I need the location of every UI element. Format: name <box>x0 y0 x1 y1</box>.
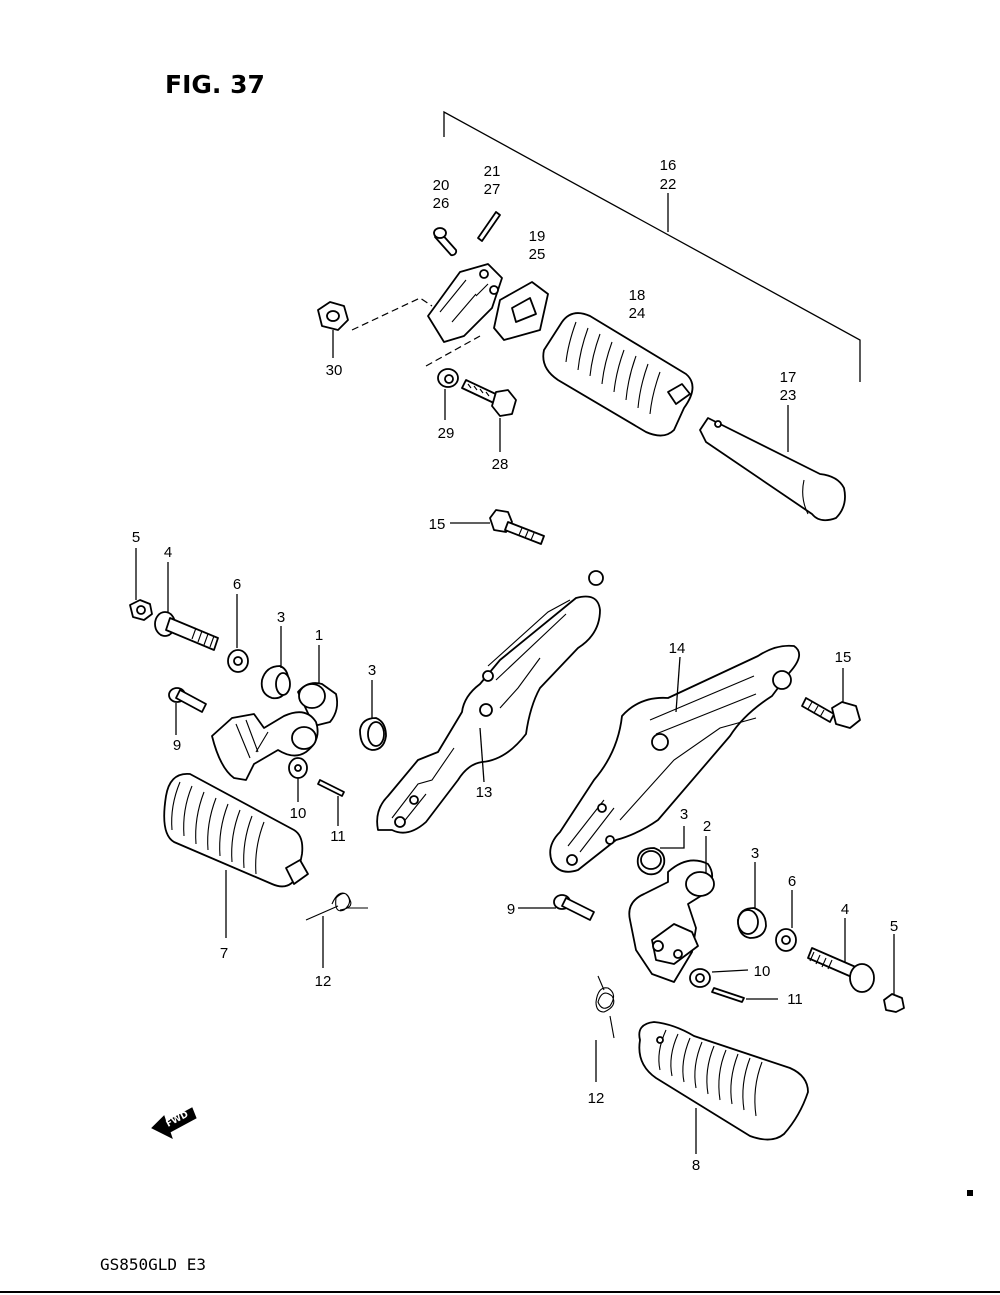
callout-5-left: 5 <box>132 529 140 546</box>
clevis-pin-20 <box>433 227 458 257</box>
page-mark <box>967 1190 973 1196</box>
bolt-15-left <box>489 509 545 545</box>
callout-3-right-upper: 3 <box>680 806 688 823</box>
callout-11-left: 11 <box>330 828 346 845</box>
callout-23: 23 <box>780 387 797 404</box>
callout-labels: 20 26 21 27 16 22 19 25 18 24 17 23 30 2… <box>132 157 898 1174</box>
callout-6-left: 6 <box>233 576 241 593</box>
footrest-holder-1 <box>211 711 319 781</box>
cotter-pin-21 <box>477 211 501 242</box>
callout-4-left: 4 <box>164 544 172 561</box>
callout-1: 1 <box>315 627 323 644</box>
footrest-rubber-8 <box>638 1021 809 1141</box>
bolt-28 <box>461 379 517 417</box>
callout-13: 13 <box>476 784 493 801</box>
callout-5-right: 5 <box>890 918 898 935</box>
callout-3-right-lower: 3 <box>751 845 759 862</box>
callout-10-right: 10 <box>754 963 771 980</box>
callout-7: 7 <box>220 945 228 962</box>
washer-6-right <box>775 928 797 952</box>
callout-15-left: 15 <box>429 516 446 533</box>
bolt-15-right <box>801 697 861 729</box>
footrest-holder-2 <box>628 859 715 983</box>
washer-10-left <box>288 757 308 779</box>
callout-8: 8 <box>692 1157 700 1174</box>
callout-4-right: 4 <box>841 901 849 918</box>
spacer-3-center <box>359 717 387 751</box>
callout-26: 26 <box>433 195 450 212</box>
plate-19 <box>493 281 549 341</box>
callout-11-right: 11 <box>787 991 803 1008</box>
nut-5-left <box>129 599 153 621</box>
footrest-bracket-16 <box>427 263 503 343</box>
callout-21: 21 <box>484 163 501 180</box>
callout-6-right: 6 <box>788 873 796 890</box>
spring-12-left <box>305 892 368 921</box>
bushing-1 <box>297 682 339 727</box>
callout-29: 29 <box>438 425 455 442</box>
callout-14: 14 <box>669 640 686 657</box>
spacer-3-right-lower <box>737 907 767 939</box>
callout-9-right: 9 <box>507 901 515 918</box>
pivot-pin-4-right <box>807 947 875 993</box>
callout-9-left: 9 <box>173 737 181 754</box>
callout-22: 22 <box>660 176 677 193</box>
footrest-rubber-18 <box>542 312 694 437</box>
footrest-rubber-7 <box>163 773 309 888</box>
callout-10-left: 10 <box>290 805 307 822</box>
figure-title: FIG. 37 <box>165 70 265 99</box>
clevis-pin-9-right <box>553 894 595 921</box>
callout-30: 30 <box>326 362 343 379</box>
model-code: GS850GLD E3 <box>100 1255 206 1274</box>
washer-10-right <box>689 968 711 988</box>
washer-6-left <box>227 649 249 673</box>
callout-19: 19 <box>529 228 546 245</box>
nut-30 <box>317 301 349 331</box>
assembly-bracket <box>443 110 861 382</box>
footrest-plate-14 <box>549 644 800 873</box>
callout-18: 18 <box>629 287 646 304</box>
callout-3-left: 3 <box>277 609 285 626</box>
nut-5-right <box>883 993 905 1013</box>
forward-arrow-icon: FWD <box>151 1107 197 1139</box>
callout-3-center: 3 <box>368 662 376 679</box>
cotter-pin-11-left <box>317 779 345 797</box>
callout-24: 24 <box>629 305 646 322</box>
callout-16: 16 <box>660 157 677 174</box>
callout-17: 17 <box>780 369 797 386</box>
spring-12-right <box>595 975 615 1039</box>
callout-2: 2 <box>703 818 711 835</box>
callout-12-left: 12 <box>315 973 332 990</box>
callout-12-right: 12 <box>588 1090 605 1107</box>
clevis-pin-9-left <box>168 687 207 713</box>
footrest-bar-17 <box>699 417 846 522</box>
footrest-plate-13 <box>376 570 604 834</box>
callout-20: 20 <box>433 177 450 194</box>
cotter-pin-11-right <box>711 987 745 1003</box>
bushing-3-left <box>260 665 291 700</box>
callout-25: 25 <box>529 246 546 263</box>
callout-27: 27 <box>484 181 501 198</box>
pivot-pin-4-left <box>154 611 219 651</box>
bushing-3-right-upper <box>636 847 666 876</box>
callout-15-right: 15 <box>835 649 852 666</box>
callout-28: 28 <box>492 456 509 473</box>
washer-29 <box>437 368 459 388</box>
